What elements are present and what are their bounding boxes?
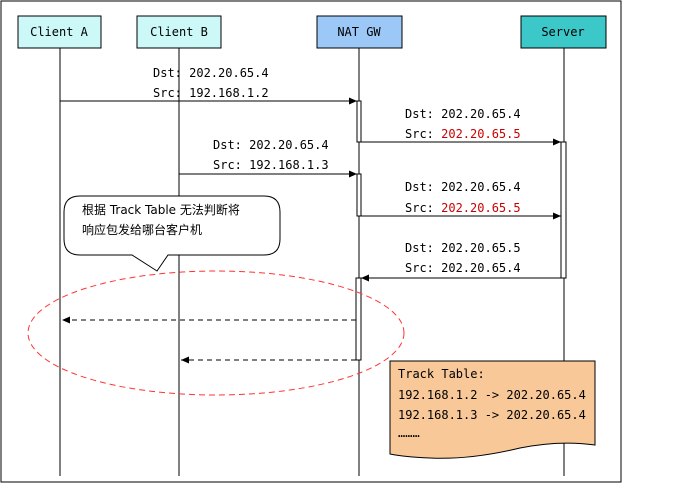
participant-server-box (520, 15, 607, 49)
msg4-src: Src: 202.20.65.5 (405, 201, 521, 215)
participant-nat-gw-box (316, 15, 403, 49)
participant-server: Server (520, 15, 607, 49)
participant-client-b-box (136, 15, 222, 49)
msg1-src: Src: 192.168.1.2 (153, 86, 269, 100)
track-table-title: Track Table: (398, 367, 485, 381)
msg3-src: Src: 192.168.1.3 (213, 158, 329, 172)
msg5-src: Src: 202.20.65.4 (405, 261, 521, 275)
activation-nat-1 (356, 100, 362, 143)
callout-line-1: 根据 Track Table 无法判断将 (82, 202, 240, 217)
activation-nat-2 (356, 173, 362, 217)
participant-server-label: Server (541, 25, 584, 39)
activation-server (560, 141, 567, 279)
msg4-src-prefix: Src: (405, 201, 441, 215)
participant-nat-gw-label: NAT GW (337, 25, 381, 39)
participant-client-a-label: Client A (30, 25, 89, 39)
participant-client-b: Client B (136, 15, 222, 49)
msg2-src-prefix: Src: (405, 127, 441, 141)
msg4-src-value: 202.20.65.5 (441, 201, 520, 215)
track-table-ellipsis: ……… (398, 426, 420, 440)
participant-client-b-label: Client B (150, 25, 208, 39)
msg1-dst: Dst: 202.20.65.4 (153, 66, 269, 80)
msg3-dst: Dst: 202.20.65.4 (213, 138, 329, 152)
msg2-src-value: 202.20.65.5 (441, 127, 520, 141)
activation-nat-3 (355, 277, 362, 361)
ambiguity-ellipse (27, 270, 405, 396)
msg2-dst: Dst: 202.20.65.4 (405, 107, 521, 121)
participant-client-a-box (17, 15, 102, 49)
callout-bubble (63, 195, 281, 272)
msg5-dst: Dst: 202.20.65.5 (405, 241, 521, 255)
participant-client-a: Client A (17, 15, 102, 49)
track-table-row-1: 192.168.1.2 -> 202.20.65.4 (398, 388, 586, 402)
track-table-note (389, 360, 596, 459)
msg4-dst: Dst: 202.20.65.4 (405, 180, 521, 194)
participant-nat-gw: NAT GW (316, 15, 403, 49)
track-table-row-2: 192.168.1.3 -> 202.20.65.4 (398, 408, 586, 422)
msg2-src: Src: 202.20.65.5 (405, 127, 521, 141)
callout-line-2: 响应包发给哪台客户机 (82, 222, 202, 237)
